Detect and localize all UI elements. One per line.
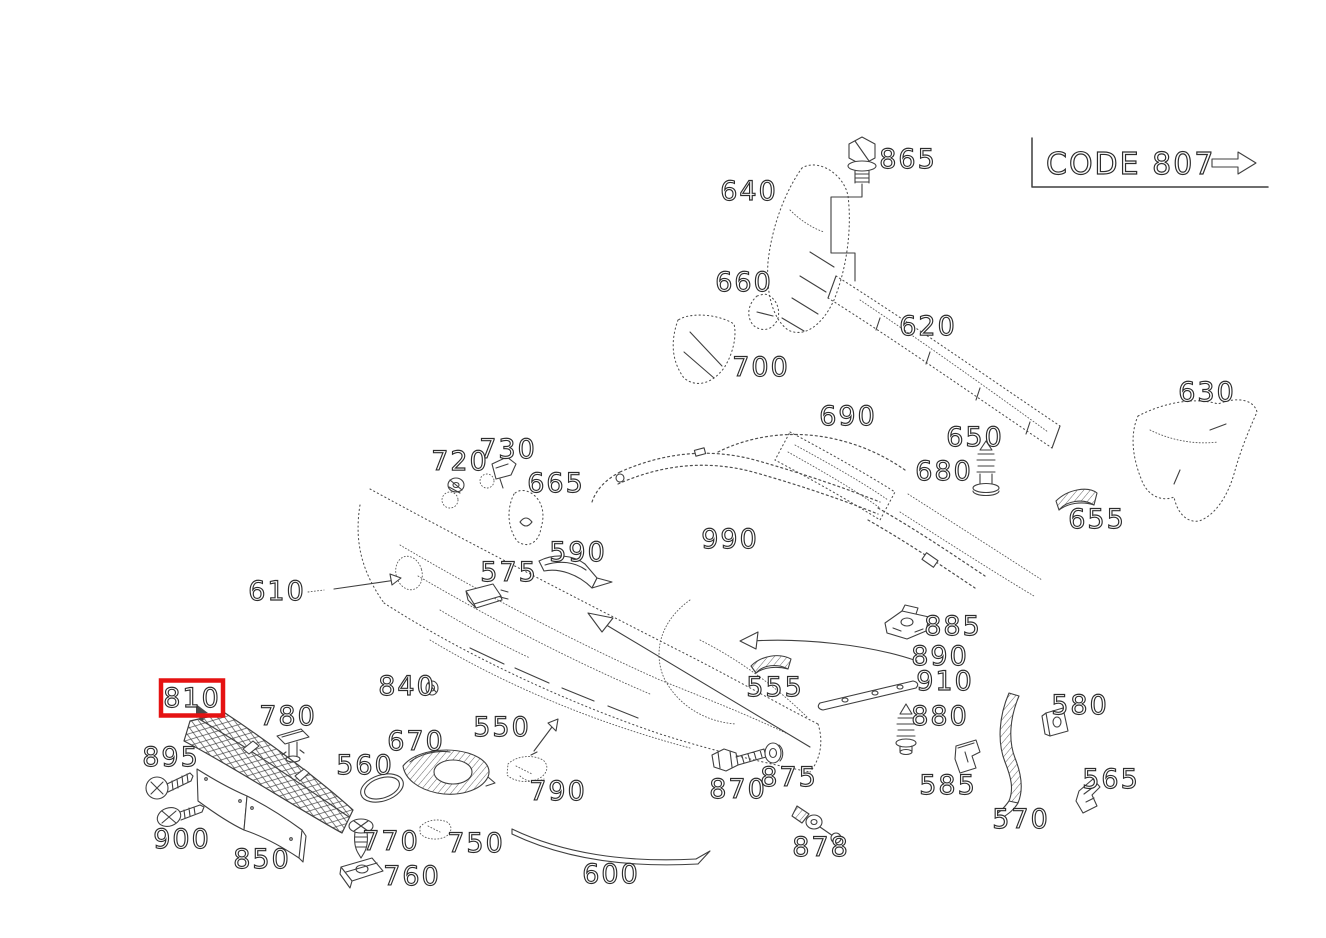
part-label-640[interactable]: 640	[720, 175, 778, 207]
clip-nut-760	[339, 857, 384, 889]
part-label-670[interactable]: 670	[387, 725, 445, 757]
clip-780	[276, 728, 310, 763]
part-label-580[interactable]: 580	[1051, 689, 1109, 721]
part-label-600[interactable]: 600	[582, 858, 640, 890]
pad-750	[419, 819, 452, 840]
part-label-690[interactable]: 690	[819, 400, 877, 432]
bracket-585	[954, 739, 981, 774]
part-label-870[interactable]: 870	[709, 773, 767, 805]
bolt-870	[711, 748, 767, 772]
fog-bezel-670	[402, 749, 496, 795]
clip-nut-885	[884, 604, 930, 640]
screw-650-680	[972, 440, 1000, 497]
part-label-680[interactable]: 680	[915, 455, 973, 487]
screw-880	[895, 703, 917, 756]
part-label-560[interactable]: 560	[336, 749, 394, 781]
code-stamp-bracket	[1031, 137, 1269, 188]
fender-bracket-sketch	[1132, 399, 1258, 522]
part-label-878[interactable]: 878	[792, 831, 850, 863]
right-arrow-icon	[1211, 151, 1257, 175]
pad-790	[506, 756, 548, 782]
part-label-780[interactable]: 780	[259, 700, 317, 732]
part-label-880[interactable]: 880	[911, 700, 969, 732]
part-label-550[interactable]: 550	[473, 711, 531, 743]
part-label-990[interactable]: 990	[701, 523, 759, 555]
bracket-700-sketch	[672, 314, 736, 384]
grommet-720	[447, 477, 465, 494]
strip-910	[817, 680, 919, 711]
part-label-810[interactable]: 810	[163, 682, 221, 714]
washer-875	[764, 742, 784, 764]
part-label-900[interactable]: 900	[153, 823, 211, 855]
part-label-895[interactable]: 895	[142, 741, 200, 773]
bumper-rail-sketch	[827, 275, 1061, 597]
part-label-650[interactable]: 650	[946, 421, 1004, 453]
part-label-865[interactable]: 865	[879, 143, 937, 175]
part-label-555[interactable]: 555	[746, 671, 804, 703]
part-label-570[interactable]: 570	[992, 803, 1050, 835]
rivet-878	[791, 805, 842, 844]
screw-900	[156, 804, 205, 827]
molding-strip-600	[511, 828, 711, 866]
part-label-790[interactable]: 790	[529, 775, 587, 807]
part-label-730[interactable]: 730	[479, 433, 537, 465]
arrow-550	[530, 718, 559, 756]
part-label-665[interactable]: 665	[527, 467, 585, 499]
bracket-660-sketch	[748, 293, 780, 330]
oring-560	[360, 773, 404, 803]
part-label-760[interactable]: 760	[383, 860, 441, 892]
screw-865	[847, 136, 877, 184]
part-label-660[interactable]: 660	[715, 266, 773, 298]
curved-arrow-890	[739, 631, 918, 662]
strip-570	[995, 692, 1022, 819]
code-stamp: CODE 807	[1031, 137, 1269, 188]
wiring-harness-sketch	[591, 433, 986, 589]
screw-770	[348, 818, 374, 859]
arrow-610	[307, 573, 402, 593]
part-label-565[interactable]: 565	[1082, 763, 1140, 795]
highlight-box-810	[158, 678, 226, 718]
code-stamp-text: CODE 807	[1046, 147, 1215, 182]
part-label-750[interactable]: 750	[447, 827, 505, 859]
part-label-885[interactable]: 885	[924, 610, 982, 642]
part-label-575[interactable]: 575	[480, 556, 538, 588]
cap-655	[1055, 488, 1098, 511]
part-label-655[interactable]: 655	[1068, 503, 1126, 535]
pointer-arrow-long	[587, 612, 811, 748]
part-label-910[interactable]: 910	[916, 665, 974, 697]
plate-filler-850	[196, 768, 307, 863]
part-label-620[interactable]: 620	[899, 310, 957, 342]
bracket-690-sketch	[774, 431, 896, 521]
screw-895	[145, 772, 194, 800]
grommet-840	[425, 680, 439, 696]
bumper-cover-sketch	[357, 473, 822, 773]
part-label-770[interactable]: 770	[362, 825, 420, 857]
part-label-850[interactable]: 850	[233, 843, 291, 875]
strip-590	[538, 555, 613, 589]
front-panel-sketch	[767, 164, 850, 333]
mesh-grille-810	[183, 712, 354, 834]
part-label-630[interactable]: 630	[1178, 376, 1236, 408]
part-label-610[interactable]: 610	[248, 575, 306, 607]
leader-line-865	[830, 183, 863, 282]
bracket-665-sketch	[508, 489, 544, 545]
part-label-875[interactable]: 875	[760, 761, 818, 793]
clip-730	[491, 456, 517, 489]
part-label-590[interactable]: 590	[549, 536, 607, 568]
box-575	[465, 583, 509, 609]
clip-580	[1041, 707, 1069, 737]
cap-555	[750, 655, 792, 674]
bracket-565	[1075, 778, 1101, 814]
part-label-585[interactable]: 585	[919, 769, 977, 801]
part-label-720[interactable]: 720	[431, 445, 489, 477]
part-label-700[interactable]: 700	[732, 351, 790, 383]
part-label-840[interactable]: 840	[378, 670, 436, 702]
part-label-890[interactable]: 890	[911, 640, 969, 672]
